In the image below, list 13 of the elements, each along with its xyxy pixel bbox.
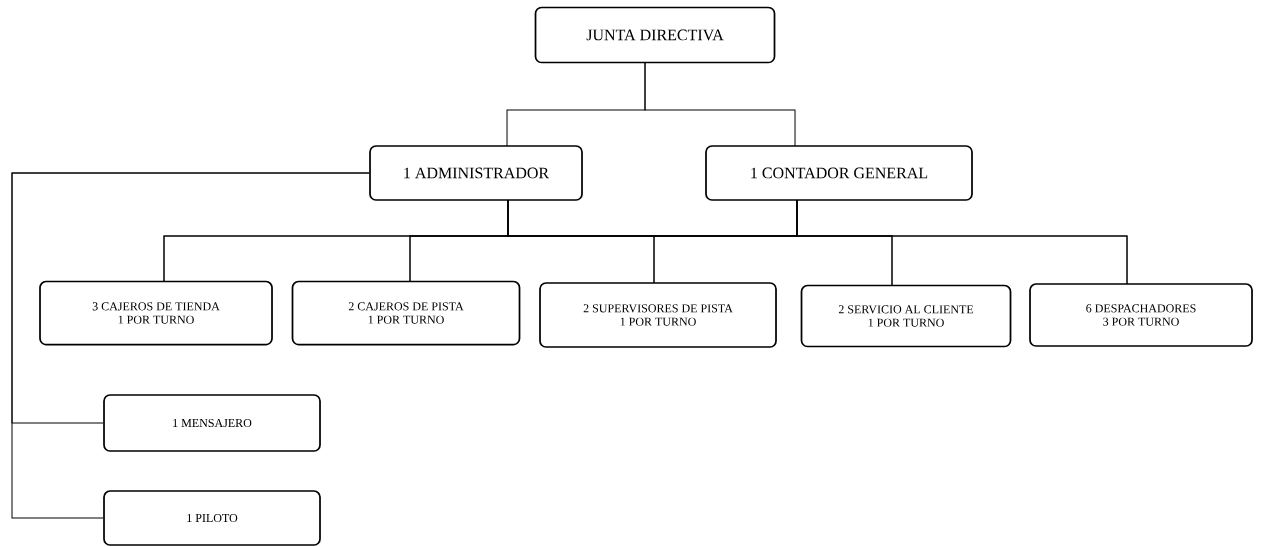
org-box: JUNTA DIRECTIVA <box>534 6 776 64</box>
org-box: 2 SERVICIO AL CLIENTE 1 POR TURNO <box>800 284 1012 348</box>
connector-line <box>11 172 370 519</box>
connector-line <box>796 199 1128 285</box>
org-box: 2 SUPERVISORES DE PISTA 1 POR TURNO <box>539 282 777 348</box>
org-box: 1 CONTADOR GENERAL <box>705 145 973 201</box>
org-box: 1 PILOTO <box>103 490 321 546</box>
connector-line <box>644 62 796 147</box>
org-box: 6 DESPACHADORES 3 POR TURNO <box>1029 283 1253 347</box>
org-box: 1 ADMINISTRADOR <box>369 145 583 201</box>
org-box: 2 CAJEROS DE PISTA 1 POR TURNO <box>291 280 521 346</box>
org-box: 3 CAJEROS DE TIENDA 1 POR TURNO <box>39 280 273 346</box>
org-box: 1 MENSAJERO <box>103 394 321 452</box>
